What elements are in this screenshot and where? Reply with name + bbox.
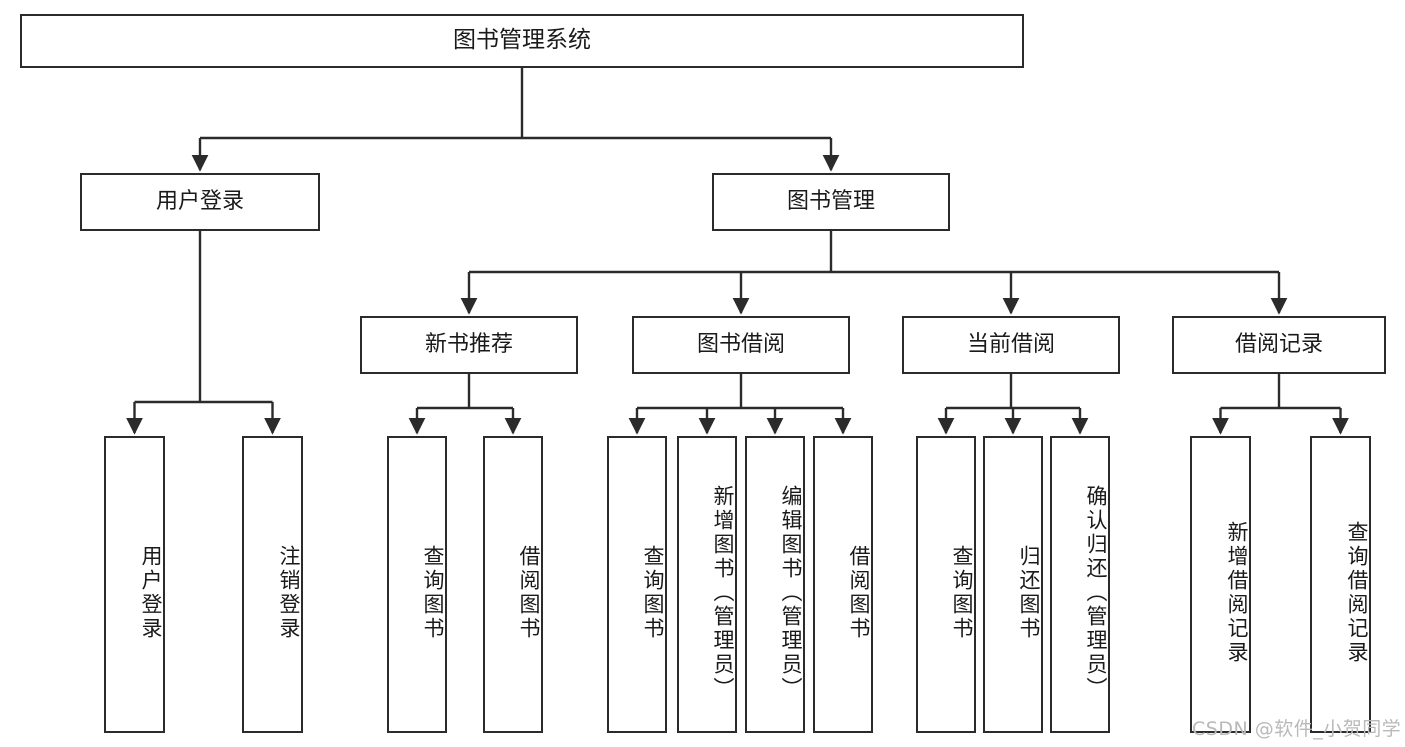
node-label: 借阅记录 — [1234, 332, 1323, 358]
node-label: 查询图书 — [950, 544, 974, 641]
node-label: 新增图书（管理员） — [711, 484, 735, 701]
node-label: 借阅图书 — [517, 544, 541, 641]
node-l3-图书借阅-1[interactable]: 图书借阅 — [632, 316, 850, 374]
node-label: 图书管理系统 — [453, 27, 591, 54]
node-label: 新书推荐 — [424, 332, 513, 358]
node-leaf-新增借阅记录-11[interactable]: 新增借阅记录 — [1190, 436, 1251, 733]
node-label: 查询图书 — [421, 544, 445, 641]
node-leaf-确认归还管理员-10[interactable]: 确认归还（管理员） — [1050, 436, 1110, 733]
csdn-watermark: CSDN @软件_小贺同学 — [1192, 718, 1402, 740]
node-l3-新书推荐-0[interactable]: 新书推荐 — [360, 316, 578, 374]
node-label: 当前借阅 — [966, 332, 1055, 358]
node-leaf-新增图书管理员-5[interactable]: 新增图书（管理员） — [677, 436, 737, 733]
node-l2-用户登录-0[interactable]: 用户登录 — [80, 173, 320, 231]
node-label: 用户登录 — [155, 189, 244, 215]
node-l3-借阅记录-3[interactable]: 借阅记录 — [1172, 316, 1386, 374]
node-label: 注销登录 — [277, 544, 301, 641]
node-label: 归还图书 — [1017, 544, 1041, 641]
node-leaf-借阅图书-7[interactable]: 借阅图书 — [813, 436, 873, 733]
node-leaf-归还图书-9[interactable]: 归还图书 — [983, 436, 1043, 733]
node-label: 查询借阅记录 — [1345, 520, 1369, 665]
node-leaf-编辑图书管理员-6[interactable]: 编辑图书（管理员） — [745, 436, 805, 733]
node-leaf-用户登录-0[interactable]: 用户登录 — [104, 436, 165, 733]
node-l2-图书管理-1[interactable]: 图书管理 — [712, 173, 950, 231]
node-label: 编辑图书（管理员） — [779, 484, 803, 701]
node-label: 新增借阅记录 — [1225, 520, 1249, 665]
node-label: 图书管理 — [786, 189, 875, 215]
node-label: 确认归还（管理员） — [1084, 484, 1108, 701]
node-leaf-查询图书-8[interactable]: 查询图书 — [916, 436, 976, 733]
node-leaf-查询图书-4[interactable]: 查询图书 — [607, 436, 667, 733]
node-leaf-注销登录-1[interactable]: 注销登录 — [242, 436, 303, 733]
node-label: 图书借阅 — [696, 332, 785, 358]
node-l3-当前借阅-2[interactable]: 当前借阅 — [902, 316, 1120, 374]
node-leaf-借阅图书-3[interactable]: 借阅图书 — [483, 436, 543, 733]
node-leaf-查询图书-2[interactable]: 查询图书 — [387, 436, 447, 733]
node-root-图书管理系统[interactable]: 图书管理系统 — [20, 14, 1024, 68]
node-label: 用户登录 — [139, 544, 163, 641]
node-label: 查询图书 — [641, 544, 665, 641]
node-label: 借阅图书 — [847, 544, 871, 641]
node-leaf-查询借阅记录-12[interactable]: 查询借阅记录 — [1310, 436, 1371, 733]
